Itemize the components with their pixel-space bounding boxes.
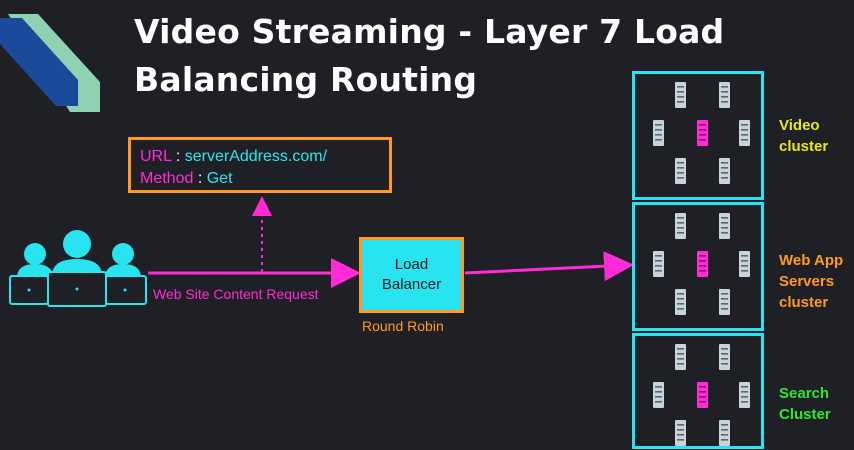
load-balancer-algorithm: Round Robin (362, 318, 444, 334)
web-app-cluster-box (632, 202, 764, 331)
server-icon (675, 158, 686, 184)
active-server-icon (697, 251, 708, 277)
url-key: URL (140, 148, 172, 165)
video-cluster-box (632, 71, 764, 200)
method-value: Get (206, 170, 233, 187)
server-icon (719, 289, 730, 315)
active-server-icon (697, 120, 708, 146)
server-icon (719, 213, 730, 239)
search-cluster-box (632, 333, 764, 449)
cluster-label-video: Video cluster (779, 117, 829, 155)
server-icons (653, 82, 750, 184)
server-icon (719, 420, 730, 446)
server-icon (739, 251, 750, 277)
request-details-box: URL : serverAddress.com/ Method : Get (128, 137, 392, 193)
url-separator: : (171, 148, 185, 165)
cluster-label-search: Search Cluster (779, 385, 831, 423)
server-icon (739, 382, 750, 408)
active-server-icon (697, 382, 708, 408)
server-icon (675, 420, 686, 446)
server-icon (675, 289, 686, 315)
url-value: serverAddress.com/ (184, 148, 328, 165)
logo-icon (0, 14, 100, 112)
request-arrow-label: Web Site Content Request (153, 286, 319, 302)
server-icon (675, 213, 686, 239)
url-row: URL : serverAddress.com/ (140, 146, 389, 168)
server-icon (719, 158, 730, 184)
server-icon (719, 82, 730, 108)
load-balancer-label: Load Balancer (381, 256, 442, 293)
method-row: Method : Get (140, 168, 389, 190)
method-key: Method (140, 170, 194, 187)
server-icon (675, 82, 686, 108)
page-title: Video Streaming - Layer 7 Load Balancing… (134, 12, 725, 99)
server-icon (653, 382, 664, 408)
method-separator: : (193, 170, 207, 187)
users-icon (9, 230, 147, 307)
routing-arrow (464, 251, 634, 282)
server-icon (675, 344, 686, 370)
load-balancer-box: Load Balancer (359, 237, 464, 313)
cluster-label-web-app: Web App Servers cluster (779, 252, 844, 311)
server-icon (653, 251, 664, 277)
server-icons (653, 344, 750, 446)
server-icon (739, 120, 750, 146)
server-icon (719, 344, 730, 370)
server-icon (653, 120, 664, 146)
server-icons (653, 213, 750, 315)
